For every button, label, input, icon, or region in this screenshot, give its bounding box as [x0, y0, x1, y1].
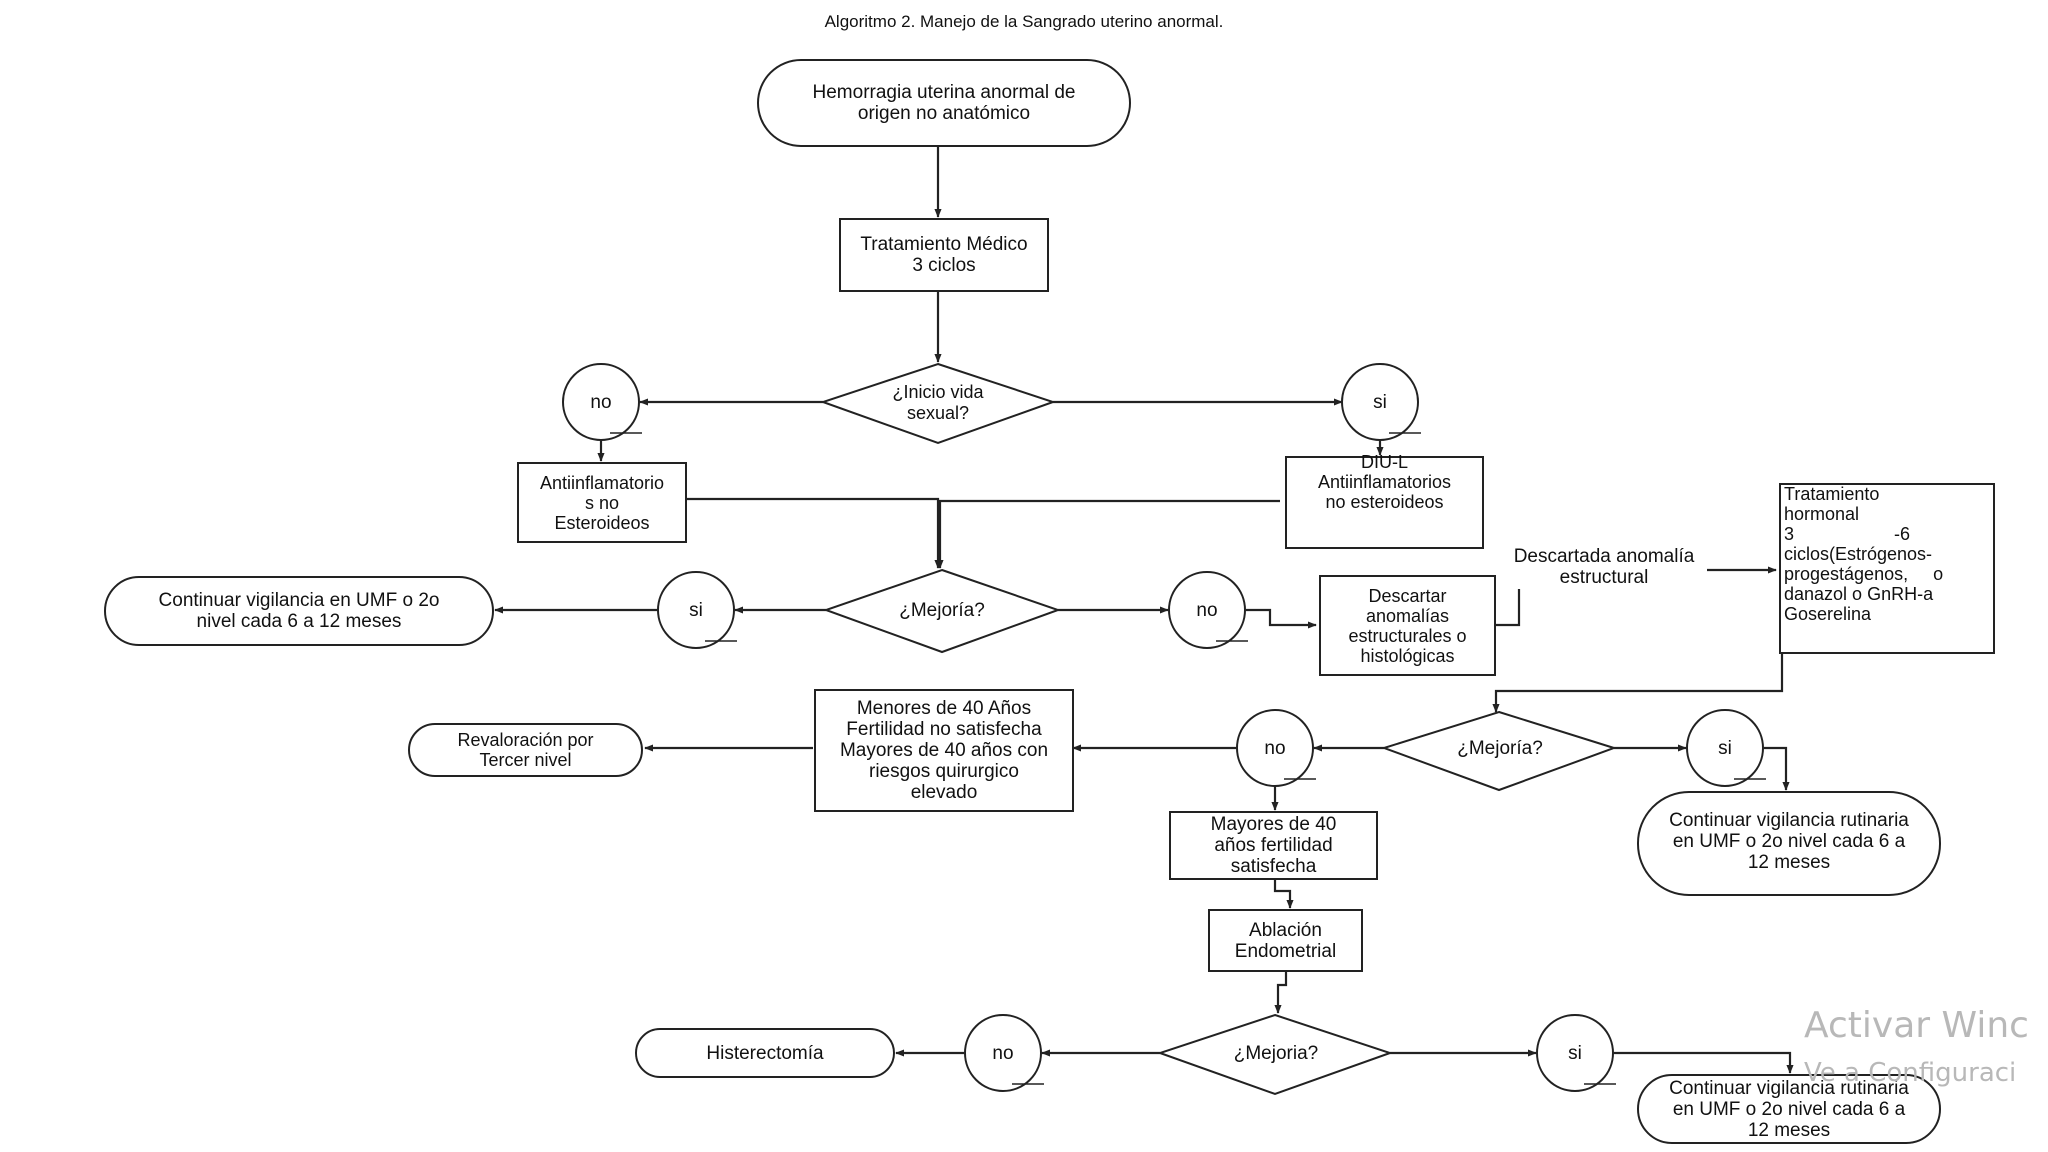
no-label-4: no [965, 1033, 1041, 1073]
si-connector-2 [657, 571, 735, 649]
activation-watermark-subtitle: Ve a Configuraci [1804, 1058, 2017, 1088]
descartada-anomalia-text: Descartada anomalía estructural [1513, 546, 1695, 588]
decision-mejoria-2 [1380, 710, 1618, 792]
edge-mayores-to-ablacion [1273, 879, 1294, 909]
si-label-3-text: si [1718, 737, 1732, 759]
si-connector-3 [1686, 709, 1764, 787]
si-label-4: si [1537, 1033, 1613, 1073]
menores-text: Menores de 40 Años Fertilidad no satisfe… [839, 698, 1049, 803]
flowchart-shapes [104, 59, 1995, 1144]
histerectomia-text: Histerectomía [706, 1042, 824, 1064]
ablacion-node: Ablación Endometrial [1209, 910, 1362, 971]
mejoria-question-1: ¿Mejoría? [846, 590, 1038, 630]
no-label-1: no [563, 382, 639, 422]
diagram-title: Algoritmo 2. Manejo de la Sangrado uteri… [824, 12, 1224, 31]
diu-box [1285, 456, 1484, 549]
continuar-vigilancia-2-shape [1637, 791, 1941, 896]
continuar-vigilancia-1-shape [104, 576, 494, 646]
edge-hormonal-to-q-mejoria2 [1492, 653, 1784, 713]
si-label-1: si [1342, 382, 1418, 422]
connector-hooks [610, 432, 1766, 1085]
descartada-anomalia-label: Descartada anomalía estructural [1480, 544, 1728, 590]
continuar-vigilancia-3: Continuar vigilancia rutinaria en UMF o … [1638, 1075, 1940, 1143]
continuar-vigilancia-3-shape [1637, 1074, 1941, 1144]
diu-node: DIU-L Antiinflamatorios no esteroideos [1286, 452, 1483, 524]
no-label-4-text: no [992, 1042, 1014, 1064]
no-label-2-text: no [1196, 599, 1218, 621]
mejoria-question-2-text: ¿Mejoría? [1457, 737, 1543, 759]
decision-inicio-vida-sexual [819, 362, 1057, 445]
mayores-text: Mayores de 40 años fertilidad satisfecha [1210, 814, 1337, 877]
aines-text: Antiinflamatorio s no Esteroideos [539, 472, 665, 533]
histerectomia-shape [635, 1028, 895, 1078]
edge-ablacion-to-q-mejoria3 [1274, 971, 1288, 1014]
decision-mejoria-3 [1156, 1013, 1394, 1096]
start-node-text: Hemorragia uterina anormal de origen no … [812, 82, 1076, 124]
mayores-box [1169, 811, 1378, 880]
si-label-2: si [658, 590, 734, 630]
no-connector-3 [1236, 709, 1314, 787]
mejoria-question-3: ¿Mejoria? [1180, 1033, 1372, 1073]
continuar-vigilancia-1-text: Continuar vigilancia en UMF o 2o nivel c… [158, 590, 440, 632]
tratamiento-hormonal-box [1779, 483, 1995, 654]
continuar-vigilancia-1: Continuar vigilancia en UMF o 2o nivel c… [105, 577, 493, 645]
descartar-node: Descartar anomalías estructurales o hist… [1320, 576, 1495, 675]
diu-text: DIU-L Antiinflamatorios no esteroideos [1317, 452, 1452, 512]
edge-descartar-connector [1495, 589, 1521, 627]
mejoria-question-1-text: ¿Mejoría? [899, 599, 985, 621]
edge-aines-to-q-mejoria [686, 497, 942, 569]
no-connector-1 [562, 363, 640, 441]
inicio-vida-sexual-text: ¿Inicio vida sexual? [892, 382, 984, 423]
aines-node: Antiinflamatorio s no Esteroideos [518, 463, 686, 542]
no-label-3: no [1237, 728, 1313, 768]
descartar-text: Descartar anomalías estructurales o hist… [1348, 585, 1467, 666]
ablacion-text: Ablación Endometrial [1234, 919, 1337, 962]
start-node: Hemorragia uterina anormal de origen no … [758, 60, 1130, 146]
si-connector-1 [1341, 363, 1419, 441]
edge-si-to-continuar2 [1764, 746, 1790, 791]
decision-mejoria-1 [822, 568, 1062, 654]
no-label-2: no [1169, 590, 1245, 630]
descartar-box [1319, 575, 1496, 676]
mejoria-question-2: ¿Mejoría? [1404, 728, 1596, 768]
tratamiento-medico-text: Tratamiento Médico 3 ciclos [860, 234, 1028, 276]
si-connector-4 [1536, 1014, 1614, 1092]
tratamiento-medico-node: Tratamiento Médico 3 ciclos [840, 219, 1048, 291]
tratamiento-medico-box [839, 218, 1049, 292]
revaloracion-shape [408, 723, 643, 777]
activation-watermark-title: Activar Winc [1804, 1005, 2029, 1046]
mayores-node: Mayores de 40 años fertilidad satisfecha [1170, 812, 1377, 879]
menores-box [814, 689, 1074, 812]
aines-box [517, 462, 687, 543]
si-label-2-text: si [689, 599, 703, 621]
no-connector-4 [964, 1014, 1042, 1092]
tratamiento-hormonal-node: Tratamiento hormonal 3 -6 ciclos(Estróge… [1784, 484, 1990, 632]
edge-no-to-descartar [1246, 608, 1317, 629]
revaloracion-node: Revaloración por Tercer nivel [409, 724, 642, 776]
si-label-3: si [1687, 728, 1763, 768]
no-connector-2 [1168, 571, 1246, 649]
no-label-1-text: no [590, 391, 612, 413]
continuar-vigilancia-2: Continuar vigilancia rutinaria en UMF o … [1638, 792, 1940, 895]
ablacion-box [1208, 909, 1363, 972]
start-node-shape [757, 59, 1131, 147]
tratamiento-hormonal-text: Tratamiento hormonal 3 -6 ciclos(Estróge… [1784, 484, 1944, 624]
si-label-4-text: si [1568, 1042, 1582, 1064]
menores-node: Menores de 40 Años Fertilidad no satisfe… [815, 690, 1073, 811]
edge-si-to-continuar3 [1614, 1051, 1794, 1074]
si-label-1-text: si [1373, 391, 1387, 413]
no-label-3-text: no [1264, 737, 1286, 759]
continuar-vigilancia-2-text: Continuar vigilancia rutinaria en UMF o … [1669, 810, 1909, 873]
edge-diu-to-q-mejoria [936, 499, 1280, 569]
mejoria-question-3-text: ¿Mejoria? [1233, 1042, 1319, 1064]
revaloracion-text: Revaloración por Tercer nivel [457, 730, 594, 770]
flowchart-edges [494, 146, 1794, 1074]
inicio-vida-sexual-question: ¿Inicio vida sexual? [843, 372, 1033, 434]
histerectomia-node: Histerectomía [636, 1029, 894, 1077]
continuar-vigilancia-3-text: Continuar vigilancia rutinaria en UMF o … [1669, 1077, 1909, 1141]
